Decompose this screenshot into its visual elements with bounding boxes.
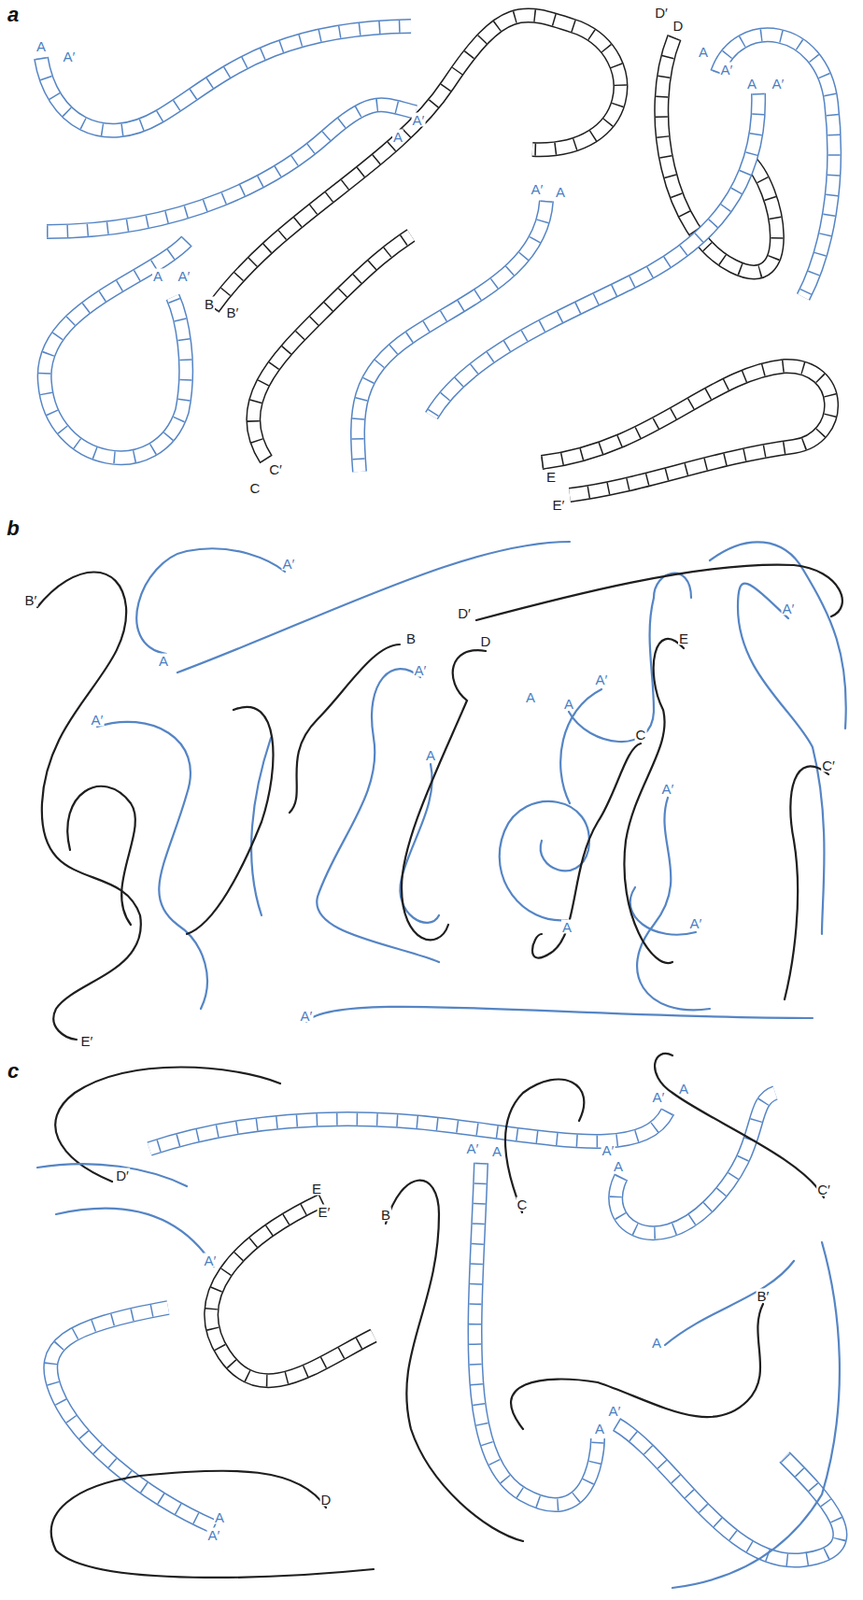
strand-label: A′ — [720, 62, 735, 77]
strand-label: A — [392, 129, 404, 144]
strand-label: A — [35, 39, 47, 54]
strand-label: E′ — [80, 1033, 95, 1048]
strand-label: E — [311, 1181, 323, 1196]
strand-label: A′ — [90, 712, 105, 727]
strand-label: C — [249, 481, 262, 496]
strand-label: D — [480, 634, 493, 649]
strand-label: A′ — [299, 1008, 314, 1023]
strand-label: A′ — [177, 268, 192, 283]
strand-label: B′ — [226, 305, 241, 320]
strand-label: B — [405, 631, 417, 646]
strand-label: B′ — [756, 1288, 771, 1303]
strand-label: A′ — [207, 1527, 222, 1543]
strand-label: B — [380, 1207, 392, 1222]
strand-label: A′ — [661, 781, 676, 796]
strand-label: D′ — [456, 606, 472, 621]
strand-label: A — [746, 76, 758, 91]
strand-label: A′ — [282, 556, 297, 571]
strand-label: E — [545, 469, 557, 484]
strand-label: A — [563, 696, 575, 711]
panel-letter: b — [5, 518, 20, 539]
strand-label: A — [594, 1421, 606, 1436]
strand-label: A′ — [413, 663, 428, 678]
panel-letter: c — [6, 1061, 20, 1082]
single-strand — [37, 541, 847, 1588]
strand-label: A′ — [689, 916, 704, 931]
strand-label: C′ — [820, 758, 836, 773]
strand-label: E′ — [317, 1204, 332, 1219]
strand-label: A′ — [601, 1143, 616, 1158]
panel-letter: a — [6, 4, 20, 26]
strand-label: D′ — [653, 5, 669, 20]
strand-label: C′ — [816, 1182, 832, 1197]
strand-label: E′ — [551, 497, 566, 512]
strand-label: A′ — [530, 182, 545, 197]
strand-label: D — [320, 1492, 333, 1507]
strand-label: C′ — [268, 462, 283, 477]
strand-label: A — [697, 44, 709, 59]
strand-label: A — [524, 690, 537, 705]
strand-label: A — [424, 748, 437, 763]
strand-label: A′ — [203, 1253, 218, 1268]
strand-label: A — [157, 653, 170, 668]
strand-label: A′ — [771, 76, 786, 91]
strand-label: A′ — [466, 1141, 481, 1156]
strand-label: A — [612, 1159, 624, 1174]
double-strand — [41, 14, 840, 1560]
strand-label: C — [635, 727, 648, 742]
strand-label: A — [213, 1510, 226, 1525]
strand-label: A′ — [411, 113, 426, 128]
strand-label: A — [152, 268, 164, 283]
strand-label: E — [678, 631, 690, 646]
strand-label: A′ — [781, 601, 796, 616]
strand-label: A — [561, 919, 573, 934]
strand-label: A′ — [62, 49, 77, 64]
strand-label: B — [203, 297, 215, 312]
strand-label: A — [491, 1144, 503, 1159]
strand-label: D′ — [114, 1168, 130, 1183]
strand-label: B′ — [24, 593, 39, 608]
strand-label: A′ — [594, 672, 609, 687]
strand-label: A′ — [608, 1403, 623, 1418]
strand-label: A′ — [651, 1089, 666, 1104]
strand-label: D — [672, 18, 685, 33]
strand-label: A — [554, 184, 566, 199]
strand-label: A — [650, 1335, 663, 1350]
strand-label: A — [678, 1081, 690, 1096]
strand-label: C — [516, 1197, 529, 1212]
